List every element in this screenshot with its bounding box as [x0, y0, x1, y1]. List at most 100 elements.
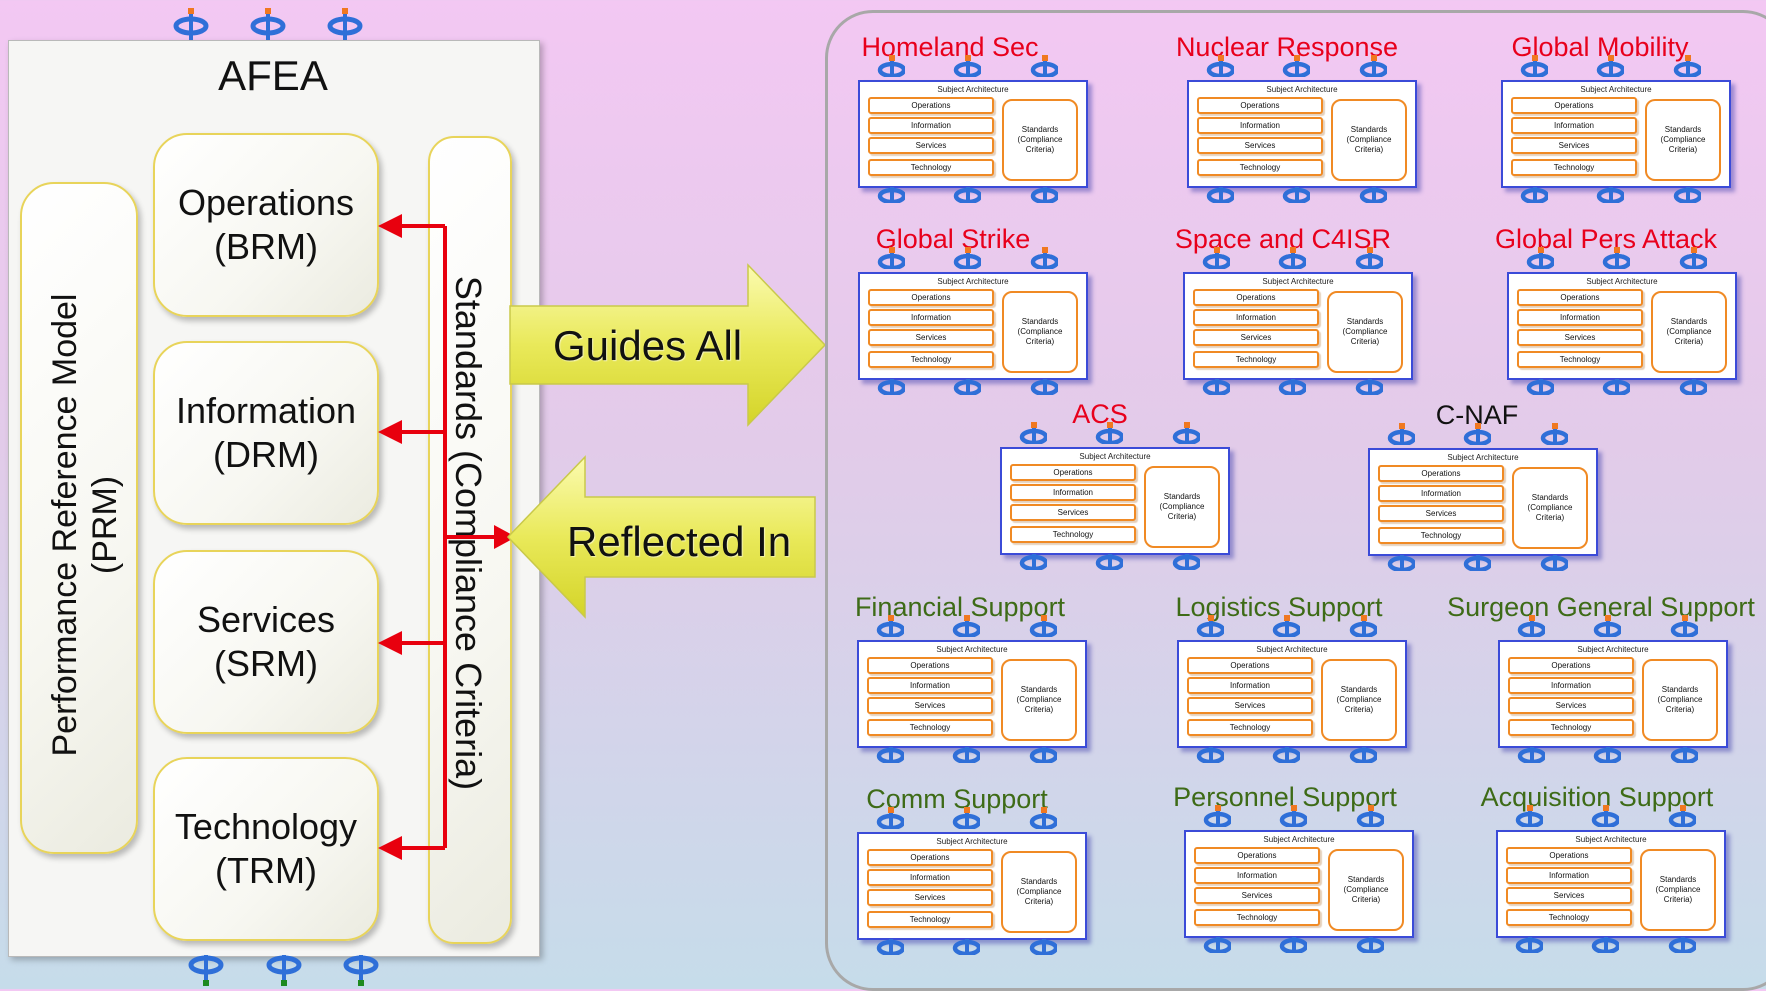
interface-connector-icon — [1030, 55, 1058, 77]
subject-architecture-row: Services — [1506, 887, 1632, 904]
interface-connector-icon — [1668, 805, 1696, 827]
rm-sublabel: (TRM) — [215, 850, 317, 891]
subject-architecture-row: Technology — [1517, 351, 1643, 368]
interface-connector-icon — [1356, 937, 1384, 953]
interface-connector-icon — [1515, 937, 1543, 953]
interface-connector-icon — [1019, 554, 1047, 570]
interface-connector-icon — [1517, 615, 1545, 637]
interface-connector-icon — [1029, 939, 1057, 955]
subject-architecture-row: Operations — [867, 657, 993, 674]
interface-connector-icon — [1670, 615, 1698, 637]
interface-connector-icon — [952, 615, 980, 637]
subject-architecture-row: Information — [867, 677, 993, 694]
subject-architecture-row: Information — [868, 309, 994, 326]
rm-label: Information — [175, 390, 357, 431]
interface-connector-icon — [1520, 55, 1548, 77]
big-arrows — [506, 263, 827, 619]
interface-connector-icon — [877, 187, 905, 203]
interface-connector-icon — [877, 379, 905, 395]
standards-line: Standards — [1340, 685, 1378, 694]
architecture-block-title: Global Pers Attack — [1494, 224, 1718, 254]
standards-line: (Compliance — [1017, 327, 1063, 336]
subject-architecture-row: Information — [868, 117, 994, 134]
interface-connector-icon — [1679, 379, 1707, 395]
subject-architecture-header: Subject Architecture — [1580, 85, 1652, 94]
subject-architecture-row: Services — [1197, 137, 1323, 154]
standards-line: (Compliance — [1342, 327, 1388, 336]
subject-architecture-row: Information — [1010, 484, 1136, 501]
standards-line: Criteria) — [1025, 337, 1055, 346]
rm-label: Services — [196, 599, 336, 640]
subject-architecture-row: Services — [1193, 329, 1319, 346]
subject-architecture-row: Operations — [1193, 289, 1319, 306]
interface-connector-icon — [173, 8, 209, 40]
subject-architecture-row: Technology — [867, 719, 993, 736]
interface-connector-icon — [876, 615, 904, 637]
subject-architecture-row: Information — [1511, 117, 1637, 134]
subject-architecture-row: Technology — [1197, 159, 1323, 176]
standards-line: Standards — [1350, 125, 1388, 134]
subject-architecture-row: Operations — [868, 97, 994, 114]
interface-connector-icon — [952, 807, 980, 829]
subject-architecture-header: Subject Architecture — [1079, 452, 1151, 461]
architecture-block-title: Comm Support — [866, 784, 1048, 814]
architecture-block-title: Global Strike — [875, 224, 1031, 254]
subject-architecture-row: Information — [1517, 309, 1643, 326]
standards-line: Standards — [1021, 125, 1059, 134]
interface-connector-icon — [953, 187, 981, 203]
interface-connector-icon — [1602, 247, 1630, 269]
interface-connector-icon — [1030, 379, 1058, 395]
interface-connector-icon — [1593, 615, 1621, 637]
interface-connector-icon — [1095, 554, 1123, 570]
interface-connector-icon — [343, 955, 379, 986]
subject-architecture-row: Technology — [868, 159, 994, 176]
prm-box — [20, 182, 138, 854]
standards-line: (Compliance — [1159, 502, 1205, 511]
architecture-block-title: Acquisition Support — [1480, 782, 1714, 812]
standards-line: (Compliance — [1666, 327, 1712, 336]
interface-connector-icon — [952, 747, 980, 763]
interface-connector-icon — [1030, 187, 1058, 203]
interface-connector-icon — [188, 955, 224, 986]
standards-connector-arrows — [378, 214, 516, 860]
subject-architecture-row: Technology — [1506, 909, 1632, 926]
interface-connector-icon — [876, 747, 904, 763]
standards-line: (Compliance — [1655, 885, 1701, 894]
standards-line: Criteria) — [1663, 895, 1693, 904]
interface-connector-icon — [266, 955, 302, 986]
standards-line: Standards — [1163, 492, 1201, 501]
interface-connector-icon — [1202, 247, 1230, 269]
standards-line: Criteria) — [1665, 705, 1695, 714]
subject-architecture-row: Information — [1193, 309, 1319, 326]
interface-connector-icon — [953, 379, 981, 395]
interface-connector-icon — [1596, 55, 1624, 77]
interface-connector-icon — [876, 939, 904, 955]
subject-architecture-row: Information — [1197, 117, 1323, 134]
afea-connectors — [173, 8, 379, 986]
standards-line: (Compliance — [1346, 135, 1392, 144]
interface-connector-icon — [1670, 747, 1698, 763]
subject-architecture-row: Operations — [1187, 657, 1313, 674]
interface-connector-icon — [1673, 55, 1701, 77]
subject-architecture-row: Services — [1517, 329, 1643, 346]
subject-architecture-row: Information — [1508, 677, 1634, 694]
subject-architecture-header: Subject Architecture — [1266, 85, 1338, 94]
subject-architecture-row: Technology — [868, 351, 994, 368]
subject-architecture-row: Technology — [1187, 719, 1313, 736]
standards-line: Criteria) — [1167, 512, 1197, 521]
